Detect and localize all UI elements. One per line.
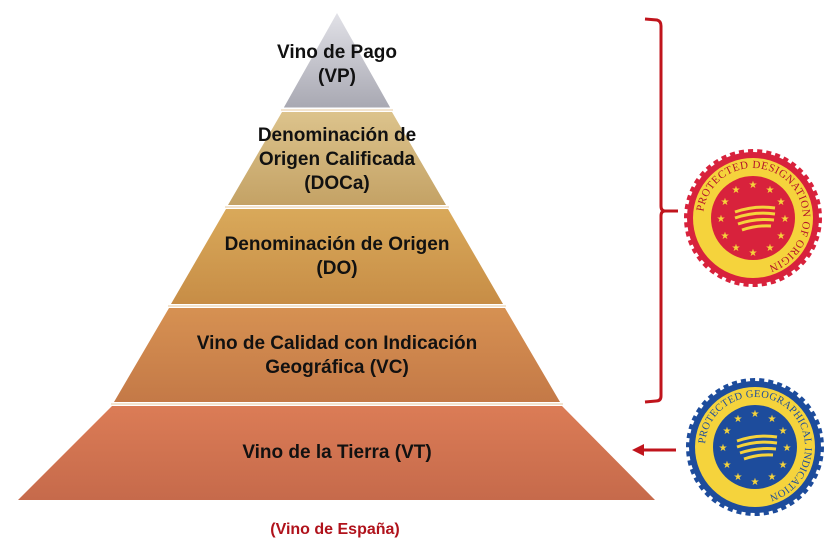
svg-text:★: ★: [723, 460, 732, 471]
svg-text:★: ★: [749, 248, 758, 259]
svg-text:★: ★: [768, 414, 777, 425]
svg-text:★: ★: [734, 472, 743, 483]
pgi-seal-icon: PROTECTED GEOGRAPHICAL INDICATION ★★★ ★★…: [686, 378, 824, 516]
svg-text:★: ★: [732, 243, 741, 254]
svg-text:★: ★: [779, 426, 788, 437]
svg-text:★: ★: [777, 197, 786, 208]
layer-do: [171, 209, 503, 304]
pyramid: [18, 10, 655, 500]
layer-label-vt: Vino de la Tierra (VT): [242, 442, 432, 463]
svg-text:★: ★: [723, 426, 732, 437]
svg-text:★: ★: [732, 185, 741, 196]
svg-text:★: ★: [766, 243, 775, 254]
svg-text:★: ★: [734, 414, 743, 425]
svg-text:★: ★: [721, 197, 730, 208]
svg-text:★: ★: [779, 460, 788, 471]
pdo-seal-icon: PROTECTED DESIGNATION OF ORIGIN ★★★ ★★★ …: [684, 149, 822, 287]
svg-text:★: ★: [751, 477, 760, 488]
layer-vc: [114, 308, 560, 402]
svg-text:★: ★: [721, 231, 730, 242]
layer-vp: [282, 10, 392, 109]
layer-doca: [228, 112, 446, 205]
layer-label-doca: Denominación de Origen Calificada (DOCa): [257, 125, 417, 194]
svg-text:★: ★: [751, 409, 760, 420]
svg-text:★: ★: [717, 214, 726, 225]
footer-note: (Vino de España): [270, 521, 400, 538]
layer-vt: [18, 406, 655, 500]
svg-text:★: ★: [777, 231, 786, 242]
svg-text:★: ★: [749, 180, 758, 191]
layer-label-vp: Vino de Pago (VP): [276, 42, 398, 87]
layer-label-vc: Vino de Calidad con Indicación Geográfic…: [196, 333, 478, 378]
svg-text:★: ★: [783, 443, 792, 454]
svg-text:★: ★: [719, 443, 728, 454]
svg-text:★: ★: [766, 185, 775, 196]
layer-label-do: Denominación de Origen (DO): [224, 234, 450, 279]
arrow-icon: [632, 444, 676, 456]
svg-text:★: ★: [781, 214, 790, 225]
bracket: [644, 17, 678, 404]
svg-text:★: ★: [768, 472, 777, 483]
